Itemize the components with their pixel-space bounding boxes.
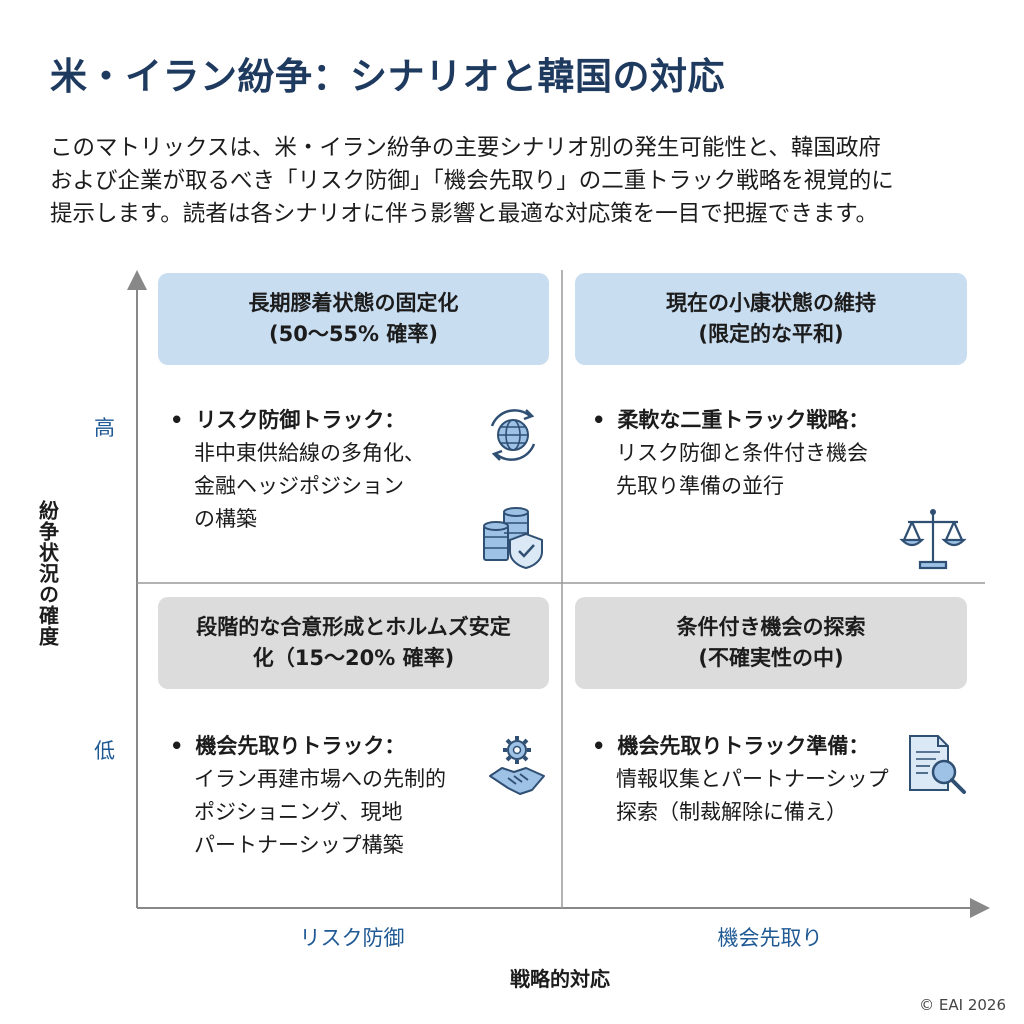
strategy-line: パートナーシップ構築 (194, 833, 404, 857)
strategy-line: イラン再建市場への先制的 (194, 767, 446, 791)
description-line: 提示します。読者は各シナリオに伴う影響と最適な対応策を一目で把握できます。 (50, 201, 879, 227)
strategy-opportunity-prep: 機会先取りトラック準備： 情報収集とパートナーシップ 探索（制裁解除に備え） (592, 730, 889, 829)
x-axis-label: 戦略的対応 (510, 967, 610, 991)
coins-shield-icon (483, 507, 543, 570)
scenario-title: 長期膠着状態の固定化 (248, 291, 459, 315)
copyright: © EAI 2026 (919, 996, 1006, 1014)
description: このマトリックスは、米・イラン紛争の主要シナリオ別の発生可能性と、韓国政府 およ… (50, 132, 980, 231)
page-title: 米・イラン紛争：シナリオと韓国の対応 (50, 55, 725, 98)
scenario-probability: (限定的な平和) (698, 322, 844, 346)
scenario-title: 条件付き機会の探索 (676, 615, 866, 639)
strategy-risk-defense: リスク防御トラック： 非中東供給線の多角化、 金融ヘッジポジション の構築 (170, 404, 425, 536)
scenario-probability: 化（15〜20% 確率) (252, 646, 455, 670)
scenario-box-gradual-agreement: 段階的な合意形成とホルムズ安定 化（15〜20% 確率) (158, 597, 549, 689)
scenario-title: 現在の小康状態の維持 (666, 291, 876, 315)
scenario-title: 段階的な合意形成とホルムズ安定 (196, 615, 511, 639)
strategy-head: リスク防御トラック： (170, 404, 425, 437)
handshake-gear-icon (489, 736, 545, 795)
strategy-line: リスク防御と条件付き機会 (616, 441, 868, 465)
scenario-box-long-stalemate: 長期膠着状態の固定化 (50〜55% 確率) (158, 273, 549, 365)
scenario-probability: (50〜55% 確率) (269, 322, 438, 346)
strategy-line: の構築 (194, 507, 257, 531)
x-tick-risk-defense: リスク防御 (299, 926, 405, 950)
strategy-line: ポジショニング、現地 (194, 800, 403, 824)
x-tick-opportunity: 機会先取り (717, 926, 823, 950)
strategy-head: 機会先取りトラック準備： (592, 730, 889, 763)
scenario-box-conditional-opportunity: 条件付き機会の探索 (不確実性の中) (575, 597, 967, 689)
strategy-line: 探索（制裁解除に備え） (616, 800, 847, 824)
globe-refresh-icon (490, 409, 536, 461)
description-line: このマトリックスは、米・イラン紛争の主要シナリオ別の発生可能性と、韓国政府 (50, 135, 881, 161)
scenario-probability: (不確実性の中) (698, 646, 844, 670)
balance-scale-icon (899, 509, 967, 570)
strategy-line: 非中東供給線の多角化、 (194, 441, 425, 465)
description-line: および企業が取るべき「リスク防御」「機会先取り」の二重トラック戦略を視覚的に (50, 168, 894, 194)
strategy-head: 機会先取りトラック： (170, 730, 446, 763)
document-search-icon (909, 735, 966, 794)
strategy-dual-track: 柔軟な二重トラック戦略： リスク防御と条件付き機会 先取り準備の並行 (592, 404, 869, 503)
strategy-line: 情報収集とパートナーシップ (616, 767, 889, 791)
y-axis-label: 紛争状況の確度 (35, 499, 60, 647)
y-tick-low: 低 (94, 739, 115, 763)
y-tick-high: 高 (94, 416, 115, 440)
strategy-line: 金融ヘッジポジション (194, 474, 404, 498)
scenario-box-current-calm: 現在の小康状態の維持 (限定的な平和) (575, 273, 967, 365)
strategy-head: 柔軟な二重トラック戦略： (592, 404, 869, 437)
strategy-line: 先取り準備の並行 (616, 474, 784, 498)
strategy-opportunity: 機会先取りトラック： イラン再建市場への先制的 ポジショニング、現地 パートナー… (170, 730, 446, 862)
